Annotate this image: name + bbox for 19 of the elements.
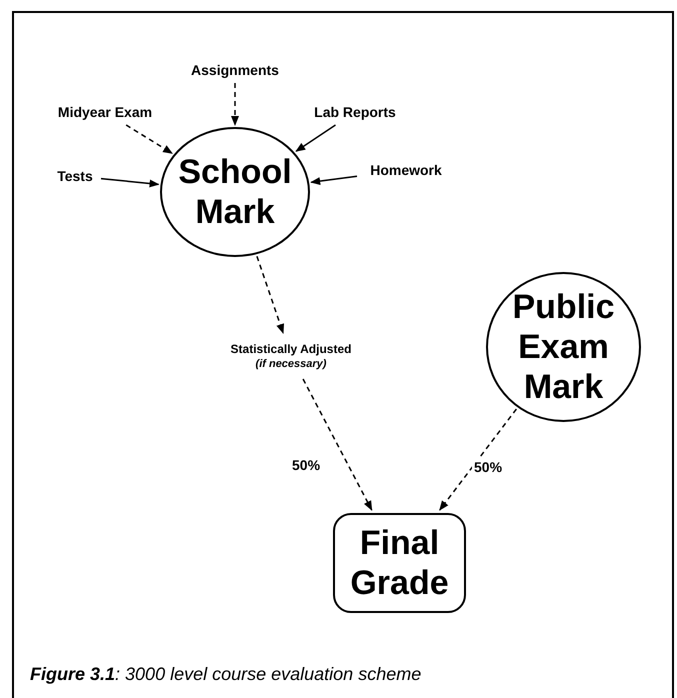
note-text: (if necessary) (256, 357, 326, 371)
node-label: Lab Reports (300, 102, 410, 122)
mark-circle: Public Exam Mark (486, 272, 641, 422)
arrow (310, 176, 358, 186)
node-label: Assignments (178, 60, 292, 80)
arrow (302, 378, 372, 511)
arrow (295, 124, 336, 152)
node-label: Tests (52, 166, 98, 186)
node-label: Midyear Exam (46, 102, 164, 122)
node-label: Homework (360, 160, 452, 180)
grade-box: Final Grade (333, 513, 466, 613)
node-label: Statistically Adjusted (230, 341, 352, 357)
arrow (100, 178, 160, 188)
arrow (126, 124, 173, 154)
arrow (439, 408, 517, 511)
arrow (231, 83, 239, 126)
arrow (256, 256, 284, 334)
mark-circle: School Mark (160, 127, 310, 257)
figure-caption: Figure 3.1: 3000 level course evaluation scheme (30, 663, 422, 686)
